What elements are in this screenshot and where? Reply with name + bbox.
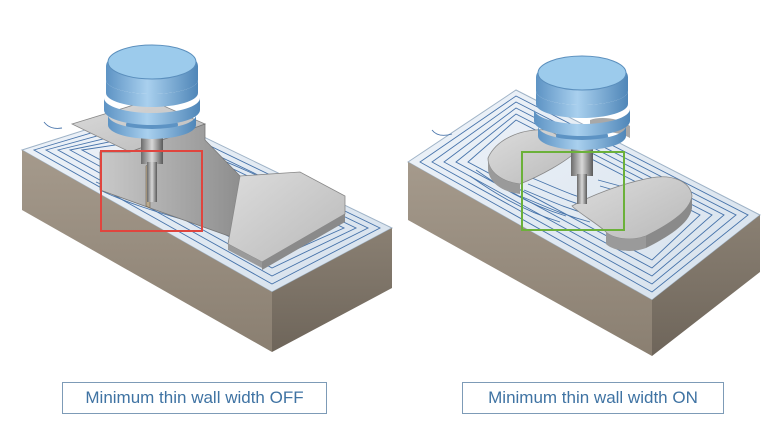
caption-thin-wall-on: Minimum thin wall width ON xyxy=(462,382,724,414)
caption-thin-wall-off: Minimum thin wall width OFF xyxy=(62,382,327,414)
highlight-box-off xyxy=(100,150,203,232)
end-mill-tool-off xyxy=(104,44,200,202)
end-mill-tool-on xyxy=(534,55,630,204)
toolpath-lines-on xyxy=(419,95,749,293)
highlight-box-on xyxy=(521,151,625,231)
